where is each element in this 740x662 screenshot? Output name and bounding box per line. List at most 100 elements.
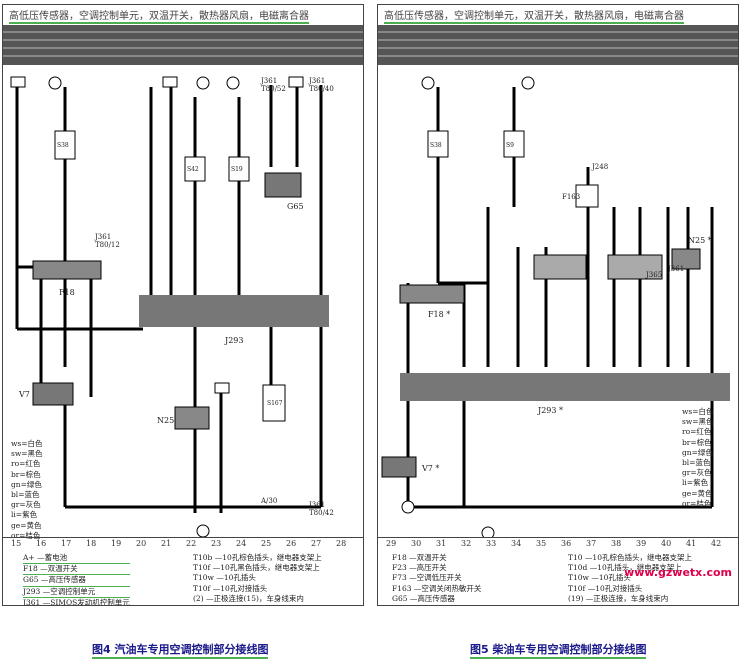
legend-item: T10w —10孔插头 <box>193 573 256 583</box>
column-number: 18 <box>86 539 97 548</box>
svg-text:J293 *: J293 * <box>537 406 563 415</box>
svg-text:N25 *: N25 * <box>688 236 712 245</box>
column-number: 16 <box>36 539 47 548</box>
column-number: 22 <box>186 539 197 548</box>
svg-text:J361: J361 <box>667 265 684 273</box>
column-number: 31 <box>436 539 447 548</box>
column-number: 25 <box>261 539 272 548</box>
svg-text:J361: J361 <box>308 77 325 85</box>
column-number: 33 <box>486 539 497 548</box>
legend-item: T10f —10孔对接插头 <box>193 583 268 593</box>
right-fuse-bus <box>378 25 738 65</box>
svg-text:F163: F163 <box>562 193 580 201</box>
left-figure-caption: 图4 汽油车专用空调控制部分接线图 <box>92 641 269 659</box>
svg-text:S9: S9 <box>506 142 514 149</box>
legend-item: F23 —高压开关 <box>392 563 447 573</box>
right-panel-title: 高低压传感器，空调控制单元，双温开关，散热器风扇，电磁离合器 <box>384 7 684 24</box>
column-number: 21 <box>161 539 172 548</box>
svg-text:J365: J365 <box>645 271 662 279</box>
right-legend-abbreviations: F18 —双温开关 F23 —高压开关 F73 —空调低压开关 F163 —空调… <box>392 553 481 604</box>
svg-text:S42: S42 <box>187 166 199 173</box>
column-number: 42 <box>711 539 722 548</box>
right-wiring-diagram: J293 * F18 * V7 * N25 * F163 S38 S9 J248… <box>381 76 730 537</box>
legend-item: F18 —双温开关 <box>392 553 447 562</box>
left-wiring-panel: 高低压传感器，空调控制单元，双温开关，散热器风扇，电磁离合器 <box>2 4 364 606</box>
svg-text:G65: G65 <box>287 202 304 211</box>
column-number: 41 <box>686 539 697 548</box>
svg-text:T80/12: T80/12 <box>95 241 120 249</box>
legend-item: F73 —空调低压开关 <box>392 573 462 583</box>
color-code: gn=绿色 <box>682 447 713 457</box>
left-color-code-list: ws=白色 sw=黑色 ro=红色 br=棕色 gn=绿色 bl=蓝色 gr=灰… <box>11 439 43 541</box>
right-figure-caption: 图5 柴油车专用空调控制部分接线图 <box>470 641 647 659</box>
color-code: gn=绿色 <box>11 479 42 489</box>
column-number: 32 <box>461 539 472 548</box>
legend-item: (19) —正极连接，车身线束内 <box>568 593 669 603</box>
color-code: gr=灰色 <box>682 468 712 478</box>
svg-text:S38: S38 <box>430 142 442 149</box>
legend-item: G65 —高压传感器 <box>23 575 130 587</box>
color-code: br=棕色 <box>11 469 41 479</box>
watermark: www.gzwetx.com <box>624 566 732 579</box>
color-code: ro=红色 <box>11 459 41 469</box>
color-code: ws=白色 <box>682 407 714 416</box>
right-column-scale: 29 30 31 32 33 34 35 36 37 38 39 40 41 4… <box>378 537 738 552</box>
svg-text:J361: J361 <box>308 501 325 509</box>
column-number: 37 <box>586 539 597 548</box>
column-number: 36 <box>561 539 572 548</box>
column-number: 17 <box>61 539 72 548</box>
column-number: 39 <box>636 539 647 548</box>
column-number: 23 <box>211 539 222 548</box>
legend-item: F163 —空调关闭热敏开关 <box>392 583 482 593</box>
color-code: sw=黑色 <box>682 417 714 427</box>
legend-item: J361 —SIMOS发动机控制单元 <box>23 598 130 605</box>
svg-text:S38: S38 <box>57 142 69 149</box>
color-code: ge=黄色 <box>682 488 713 498</box>
column-number: 29 <box>386 539 397 548</box>
svg-text:J361: J361 <box>94 233 111 241</box>
color-code: li=紫色 <box>682 478 709 488</box>
svg-text:V7 *: V7 * <box>421 464 439 473</box>
column-number: 35 <box>536 539 547 548</box>
legend-item: T10w —10孔插头 <box>568 573 631 583</box>
color-code: ws=白色 <box>11 439 43 448</box>
column-number: 40 <box>661 539 672 548</box>
svg-text:T80/52: T80/52 <box>261 85 286 93</box>
svg-text:S167: S167 <box>267 400 283 407</box>
svg-text:T80/42: T80/42 <box>309 509 334 517</box>
svg-text:J293: J293 <box>224 336 243 345</box>
svg-text:A/30: A/30 <box>260 497 277 505</box>
color-code: sw=黑色 <box>11 449 43 459</box>
svg-text:J361: J361 <box>260 77 277 85</box>
svg-text:F18 *: F18 * <box>428 310 450 319</box>
color-code: bl=蓝色 <box>682 458 711 468</box>
left-column-scale: 15 16 17 18 19 20 21 22 23 24 25 26 27 2… <box>3 537 363 552</box>
column-number: 28 <box>336 539 347 548</box>
left-panel-title: 高低压传感器，空调控制单元，双温开关，散热器风扇，电磁离合器 <box>9 7 309 24</box>
legend-item: T10f —10孔对接插头 <box>568 583 643 593</box>
color-code: ge=黄色 <box>11 520 42 530</box>
column-number: 19 <box>111 539 122 548</box>
column-number: 24 <box>236 539 247 548</box>
legend-item: F18 —双温开关 <box>23 564 130 576</box>
svg-text:F18: F18 <box>59 288 75 297</box>
left-fuse-bus <box>3 25 363 65</box>
right-color-code-list: ws=白色 sw=黑色 ro=红色 br=棕色 gn=绿色 bl=蓝色 gr=灰… <box>682 407 714 509</box>
color-code: ro=红色 <box>682 427 712 437</box>
column-number: 15 <box>11 539 22 548</box>
column-number: 20 <box>136 539 147 548</box>
column-number: 30 <box>411 539 422 548</box>
left-legend-abbreviations: A+ —蓄电池 F18 —双温开关 G65 —高压传感器 J293 —空调控制单… <box>23 553 130 605</box>
svg-text:J248: J248 <box>591 163 608 171</box>
svg-text:T80/40: T80/40 <box>309 85 334 93</box>
left-legend-connectors: T10b —10孔棕色插头，继电器支架上 T10f —10孔黑色插头，继电器支架… <box>193 553 322 604</box>
column-number: 27 <box>311 539 322 548</box>
color-code: or=桔色 <box>11 530 41 540</box>
left-wiring-diagram: J293 F18 V7 N25 S167 G65 S38 S42 S19 <box>10 76 334 537</box>
color-code: gr=灰色 <box>11 500 41 510</box>
color-code: bl=蓝色 <box>11 490 40 500</box>
svg-text:N25: N25 <box>157 416 174 425</box>
column-number: 26 <box>286 539 297 548</box>
color-code: or=桔色 <box>682 498 712 508</box>
color-code: br=棕色 <box>682 437 712 447</box>
